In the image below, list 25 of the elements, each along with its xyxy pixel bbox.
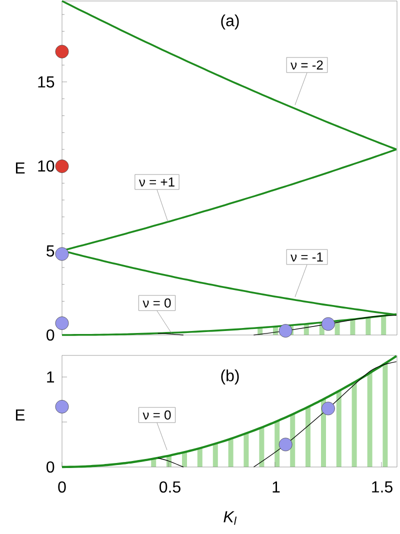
tick-label: 1 [47, 372, 54, 382]
axis-label: E [16, 410, 25, 420]
tick-label: 1 [272, 482, 280, 492]
curve-label: ν = +1 [134, 174, 180, 190]
leader-line [156, 310, 172, 334]
tick-label: 5 [46, 245, 54, 257]
leader-line [294, 72, 308, 106]
leader-line [294, 264, 308, 298]
curve-label: ν = 0 [138, 295, 176, 311]
tick-label: 0.5 [160, 481, 180, 493]
tick-label: 0 [46, 461, 54, 473]
tick-label: 1.5 [372, 481, 392, 493]
leader-line [156, 422, 168, 450]
tick-label: 15 [38, 76, 54, 88]
tick-label: 0 [58, 481, 66, 493]
curve-label: ν = 0 [138, 407, 176, 423]
curve-label: ν = -2 [286, 57, 328, 73]
tick-label: 10 [38, 160, 54, 172]
panel-label: (a) [221, 14, 239, 30]
curve-label: ν = -1 [286, 249, 328, 265]
tick-label: 0 [46, 329, 54, 341]
axis-label: E [16, 162, 25, 174]
axis-label: K$_{l}$ [224, 511, 237, 525]
panel-label: (b) [221, 370, 239, 384]
leader-line [156, 189, 168, 222]
